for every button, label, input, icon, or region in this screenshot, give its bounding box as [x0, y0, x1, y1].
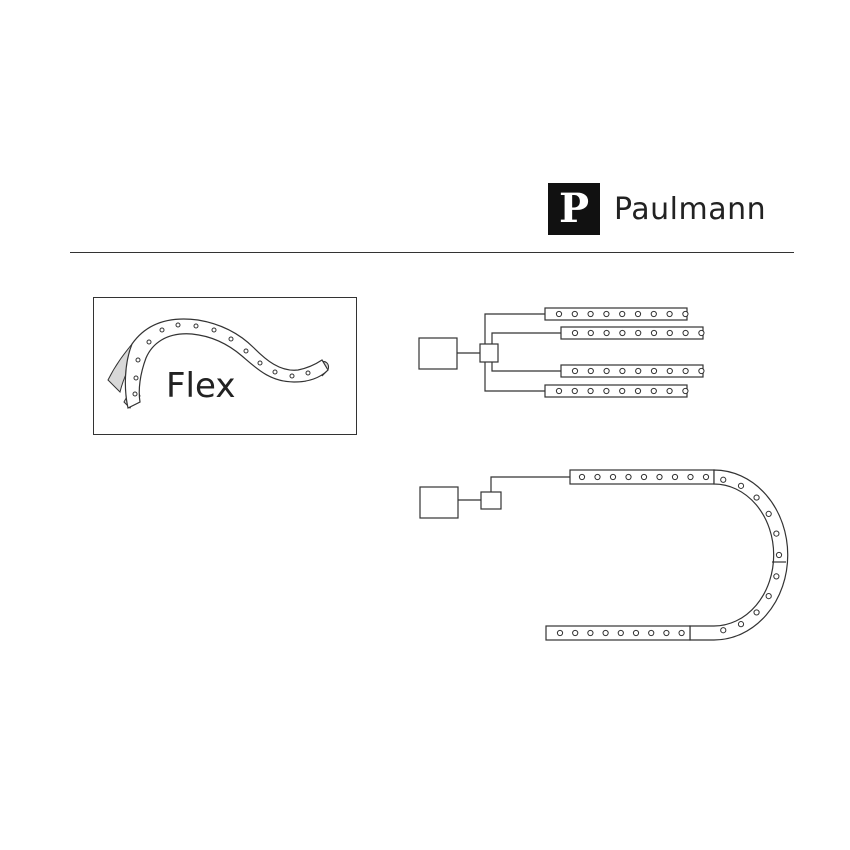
- power-supply-box-2: [419, 486, 459, 519]
- led-dot: [571, 310, 578, 318]
- led-dot: [687, 473, 694, 481]
- led-dot: [625, 473, 632, 481]
- led-strip-1: [544, 307, 688, 321]
- led-dot: [682, 310, 689, 318]
- led-strip-4: [544, 384, 688, 398]
- led-dot: [656, 473, 663, 481]
- led-dot: [648, 629, 655, 637]
- led-dot: [619, 310, 626, 318]
- led-dot: [663, 629, 670, 637]
- led-dot: [578, 473, 586, 481]
- led-dot: [587, 367, 594, 375]
- logo-p-mark: P: [548, 183, 600, 235]
- led-dot: [753, 609, 760, 616]
- led-dot: [773, 573, 780, 580]
- logo-letter: P: [558, 185, 590, 232]
- led-dot: [571, 329, 579, 337]
- led-dot: [619, 367, 626, 375]
- led-dot: [666, 387, 673, 395]
- led-dot: [737, 621, 745, 628]
- led-dot: [698, 367, 705, 375]
- led-dot: [635, 329, 642, 337]
- led-dot: [619, 329, 626, 337]
- led-dot: [617, 629, 624, 637]
- led-dot: [666, 310, 673, 318]
- led-dot: [632, 629, 640, 637]
- connector-box: [479, 343, 499, 363]
- led-dot: [720, 627, 727, 634]
- led-dot: [666, 329, 673, 337]
- led-strip-2: [560, 326, 704, 340]
- led-dot: [650, 367, 658, 375]
- led-dot: [587, 310, 594, 318]
- led-dot: [682, 367, 689, 375]
- led-dot: [678, 629, 685, 637]
- led-dot: [571, 387, 578, 395]
- led-dot: [671, 473, 679, 481]
- led-dot: [587, 329, 594, 337]
- led-dot: [666, 367, 673, 375]
- header-divider: [70, 252, 794, 253]
- led-dot: [702, 473, 710, 481]
- led-dot: [556, 629, 564, 637]
- connector-box-2: [480, 491, 502, 510]
- led-dot: [650, 387, 657, 395]
- led-dot: [635, 367, 642, 375]
- led-dot: [720, 476, 727, 483]
- led-dot: [634, 387, 642, 395]
- flex-strip-illustration: [107, 318, 329, 409]
- led-dot: [682, 387, 689, 395]
- led-dot: [765, 510, 772, 518]
- brand-name: Paulmann: [614, 191, 767, 227]
- led-dot: [737, 482, 745, 489]
- led-dot: [587, 629, 594, 637]
- flex-label: Flex: [166, 366, 236, 406]
- led-dot: [572, 629, 579, 637]
- led-dot: [640, 473, 648, 481]
- led-dot: [775, 551, 783, 559]
- paulmann-logo: P Paulmann: [548, 183, 766, 235]
- led-dot: [650, 310, 657, 318]
- led-dot: [650, 329, 658, 337]
- led-dot: [698, 329, 705, 337]
- bent-led-strip: [545, 469, 789, 641]
- led-dot: [682, 329, 689, 337]
- led-dot: [555, 310, 563, 318]
- led-dot: [555, 387, 563, 395]
- led-strip-3: [560, 364, 704, 378]
- led-dot: [773, 530, 780, 537]
- power-supply-box: [418, 337, 458, 370]
- led-dot: [634, 310, 642, 318]
- flex-product-card: Flex: [93, 297, 357, 435]
- led-dot: [603, 329, 610, 337]
- led-dot: [609, 473, 617, 481]
- led-dot: [602, 629, 609, 637]
- led-dot: [765, 592, 772, 600]
- led-dot: [603, 310, 610, 318]
- led-dot: [619, 387, 626, 395]
- led-dot: [603, 387, 610, 395]
- led-dot: [603, 367, 610, 375]
- led-dot: [571, 367, 579, 375]
- led-dot: [587, 387, 594, 395]
- led-dot: [753, 494, 760, 501]
- led-dot: [594, 473, 601, 481]
